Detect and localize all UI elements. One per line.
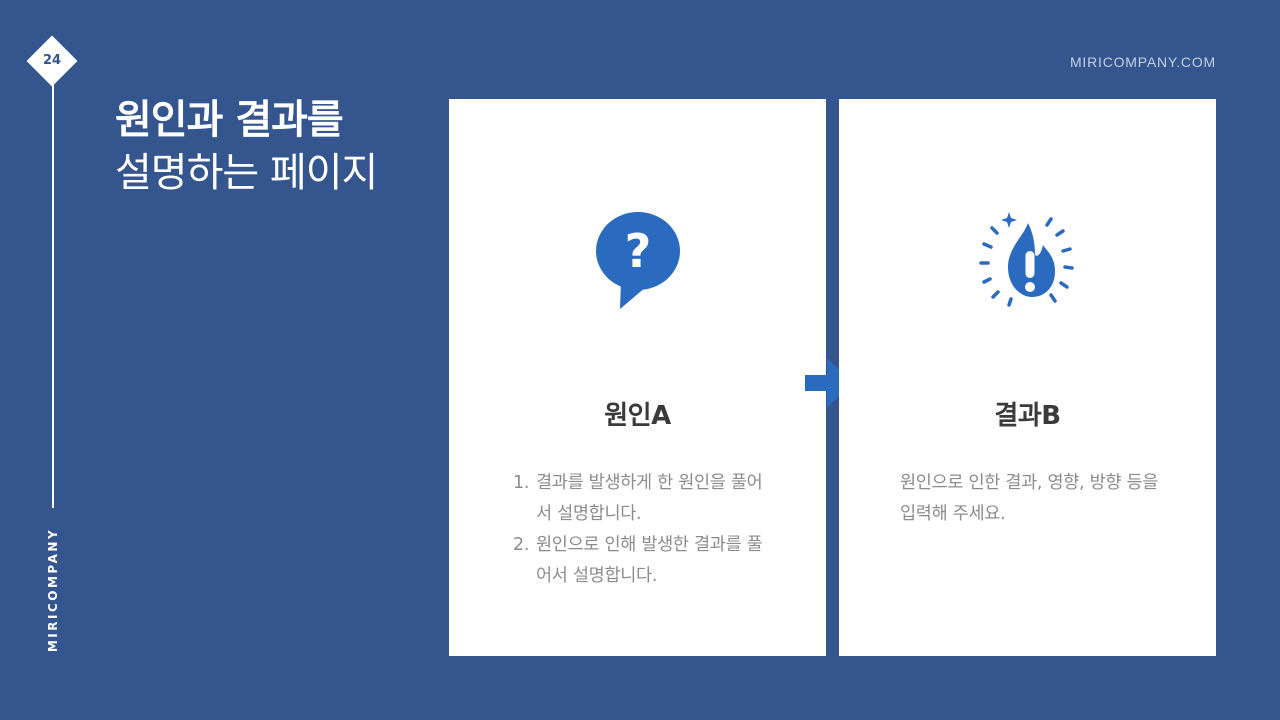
timeline-line (52, 80, 54, 508)
result-card: 결과B 원인으로 인한 결과, 영향, 방향 등을 입력해 주세요. (839, 99, 1216, 656)
list-item-text: 결과를 발생하게 한 원인을 풀어서 설명합니다. (536, 473, 763, 524)
list-item-number: 2. (513, 535, 530, 555)
cause-title: 원인A (604, 401, 671, 431)
page-number: 24 (42, 53, 62, 68)
vertical-brand-label: MIRICOMPANY (46, 527, 60, 653)
list-item: 2. 원인으로 인해 발생한 결과를 풀어서 설명합니다. (513, 530, 773, 592)
result-description: 원인으로 인한 결과, 영향, 방향 등을 입력해 주세요. (900, 473, 1159, 524)
page-title: 원인과 결과를 설명하는 페이지 (115, 94, 378, 200)
list-item: 1. 결과를 발생하게 한 원인을 풀어서 설명합니다. (513, 468, 773, 530)
list-item-text: 원인으로 인해 발생한 결과를 풀어서 설명합니다. (536, 535, 763, 586)
arrow-right-icon (805, 358, 855, 408)
question-speech-bubble-icon: ? (449, 207, 826, 313)
result-title: 결과B (994, 401, 1061, 431)
title-line-2: 설명하는 페이지 (115, 150, 378, 196)
site-url: MIRICOMPANY.COM (1069, 54, 1216, 70)
svg-text:?: ? (624, 224, 651, 278)
cause-list: 1. 결과를 발생하게 한 원인을 풀어서 설명합니다. 2. 원인으로 인해 … (513, 468, 773, 592)
title-line-1: 원인과 결과를 (115, 97, 344, 143)
cause-card: ? 원인A 1. 결과를 발생하게 한 원인을 풀어서 설명합니다. 2. 원인… (449, 99, 826, 656)
exclamation-burst-icon (839, 207, 1216, 313)
list-item-number: 1. (513, 473, 530, 493)
